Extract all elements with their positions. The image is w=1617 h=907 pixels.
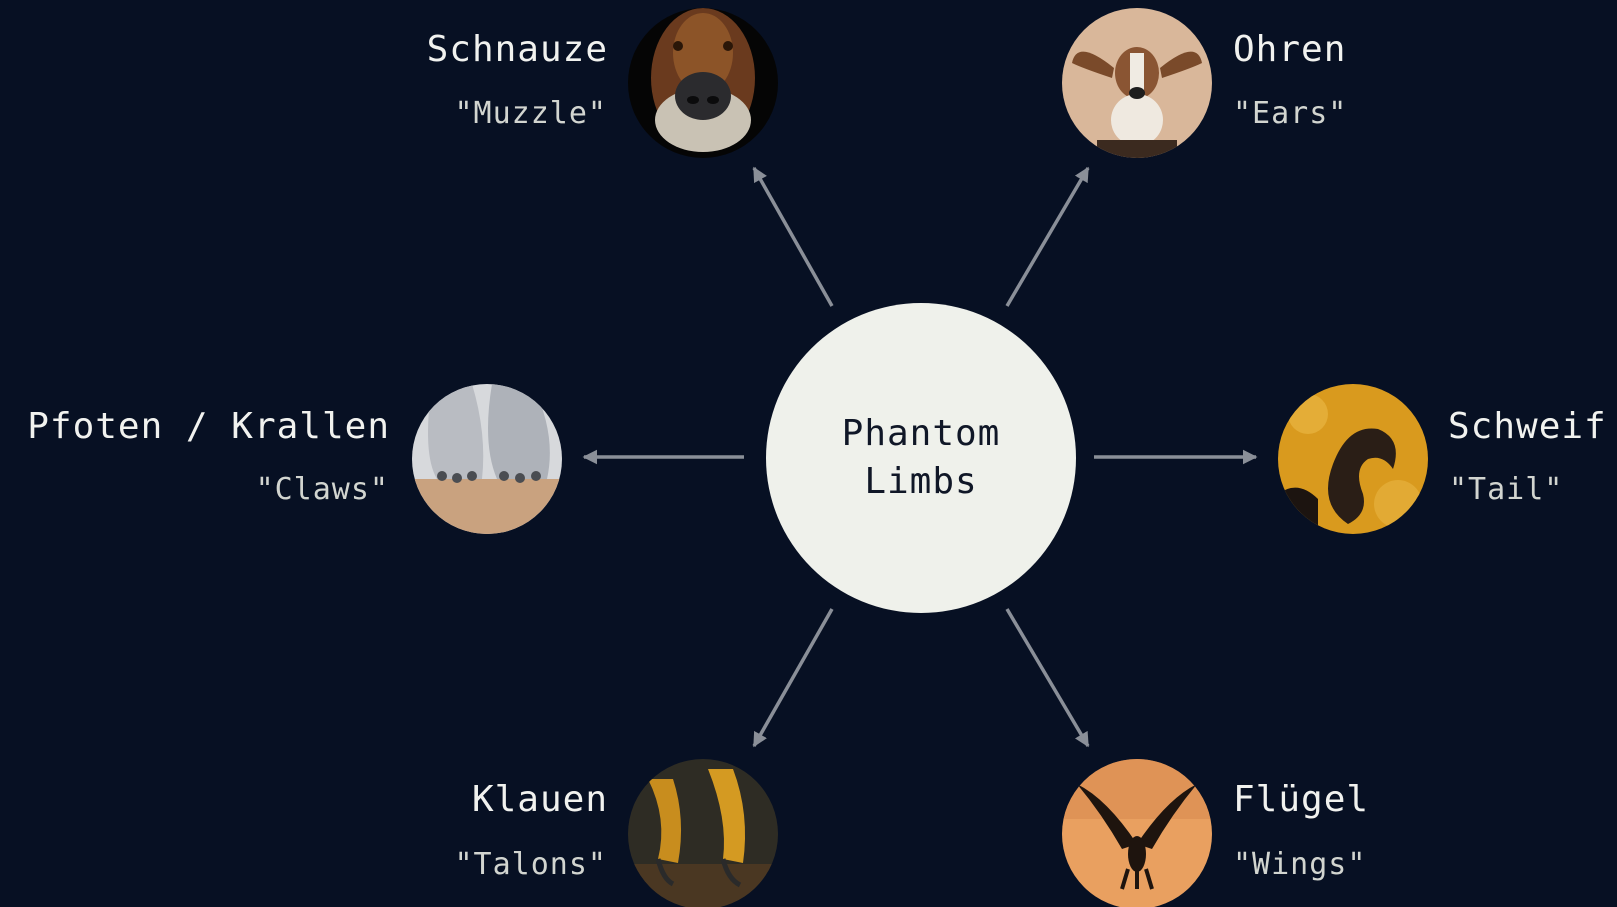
node-subtitle-tail: "Tail" [1449, 472, 1564, 507]
arrow-to-wings [1005, 608, 1090, 748]
dog-muzzle-photo-icon [628, 8, 778, 158]
bird-wings-photo-icon [1062, 759, 1212, 907]
node-subtitle-talons: "Talons" [454, 847, 607, 882]
node-title-claws: Pfoten / Krallen [27, 406, 390, 447]
node-title-talons: Klauen [471, 779, 608, 820]
node-title-tail: Schweif [1448, 406, 1607, 447]
node-subtitle-muzzle: "Muzzle" [454, 96, 607, 131]
dog-paws-photo-icon [412, 384, 562, 534]
squirrel-tail-photo-icon [1278, 384, 1428, 534]
bird-talons-photo-icon [628, 759, 778, 907]
arrow-to-talons [752, 608, 834, 748]
node-subtitle-wings: "Wings" [1233, 847, 1367, 882]
node-title-ears: Ohren [1233, 29, 1347, 70]
center-node: Phantom Limbs [766, 303, 1076, 613]
center-label: Phantom Limbs [841, 413, 1001, 502]
node-subtitle-claws: "Claws" [255, 472, 389, 507]
node-title-muzzle: Schnauze [426, 29, 608, 70]
node-title-wings: Flügel [1233, 779, 1370, 820]
arrow-to-ears [1005, 166, 1090, 307]
node-subtitle-ears: "Ears" [1233, 96, 1348, 131]
dog-ears-photo-icon [1062, 8, 1212, 158]
arrow-to-muzzle [752, 166, 834, 307]
